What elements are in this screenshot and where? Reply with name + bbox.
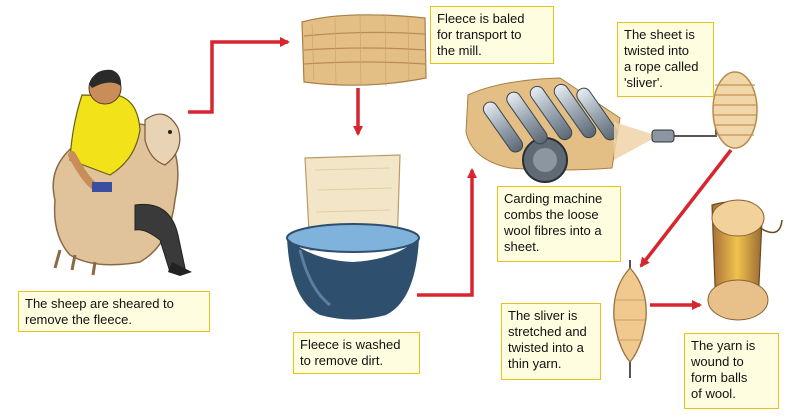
- washing-bowl-illustration: [286, 154, 420, 320]
- caption-washing: Fleece is washed to remove dirt.: [293, 332, 420, 374]
- carding-machine-illustration: [465, 71, 758, 183]
- caption-winding: The yarn is wound to form balls of wool.: [684, 333, 779, 409]
- shearing-illustration: [52, 69, 192, 276]
- caption-shearing: The sheep are sheared to remove the flee…: [18, 291, 210, 332]
- arrow-sliver-to-spin: [639, 148, 733, 268]
- caption-sliver: The sheet is twisted into a rope called …: [617, 22, 714, 97]
- yarn-ball-illustration: [707, 199, 783, 321]
- caption-spinning: The sliver is stretched and twisted into…: [501, 303, 601, 380]
- wool-bale-illustration: [301, 14, 427, 87]
- spindle-illustration: [613, 260, 647, 378]
- arrow-shear-to-bale: [188, 37, 290, 114]
- arrow-wash-to-card: [417, 168, 477, 297]
- caption-baling: Fleece is baled for transport to the mil…: [430, 6, 554, 64]
- caption-carding: Carding machine combs the loose wool fib…: [497, 186, 621, 262]
